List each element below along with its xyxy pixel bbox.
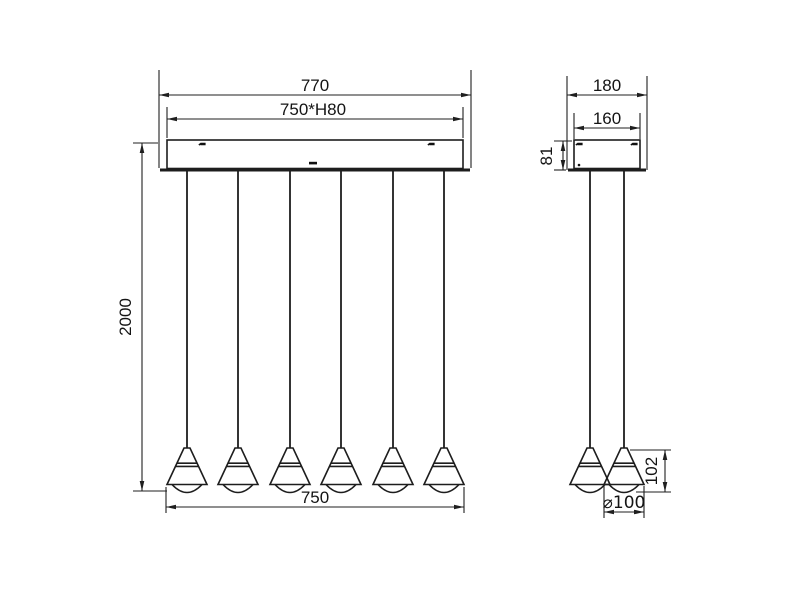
dim-side-shade-height: 102	[630, 449, 671, 493]
dim-front-shade-span-label: 750	[301, 488, 329, 507]
pendant-shade	[166, 447, 208, 494]
pendant-shade	[569, 447, 611, 494]
pendants-side	[569, 447, 645, 494]
dim-side-canopy-depth-label: 160	[593, 109, 621, 128]
screw-icon	[198, 142, 206, 146]
screw-icon	[427, 142, 435, 146]
canopy-front	[160, 139, 470, 172]
front-view: 770 750*H80	[116, 70, 472, 513]
dim-side-canopy-depth: 160	[573, 109, 641, 139]
pendant-shade	[603, 447, 645, 494]
side-view: 180 160 81	[537, 76, 671, 518]
dim-front-overall-width: 770	[158, 70, 472, 168]
pendant-shade	[269, 447, 311, 494]
dim-side-overall-depth: 180	[566, 76, 648, 170]
pendant-shade	[217, 447, 259, 494]
dim-front-canopy: 750*H80	[166, 100, 464, 138]
dim-side-canopy-height: 81	[537, 140, 572, 171]
dim-side-overall-depth-label: 180	[593, 76, 621, 95]
pendants-front	[166, 447, 465, 494]
dim-front-drop-height-label: 2000	[116, 298, 135, 336]
dim-front-overall-width-label: 770	[301, 76, 329, 95]
canopy-body	[573, 139, 641, 170]
screw-icon	[630, 142, 638, 146]
dim-side-canopy-height-label: 81	[537, 147, 556, 166]
dim-front-drop-height: 2000	[116, 142, 167, 492]
dim-front-shade-span: 750	[165, 487, 465, 513]
canopy-side	[568, 139, 646, 172]
dim-side-shade-diameter-label: ⌀100	[603, 493, 646, 513]
canopy-center-mark	[309, 161, 317, 165]
screw-icon	[575, 142, 583, 146]
screw-icon	[577, 163, 581, 167]
pendant-shade	[372, 447, 414, 494]
pendant-shade	[320, 447, 362, 494]
dim-side-shade-height-label: 102	[642, 457, 661, 485]
pendant-shade	[423, 447, 465, 494]
dim-front-canopy-label: 750*H80	[280, 100, 346, 119]
cords-front	[186, 171, 445, 448]
dim-side-shade-diameter: ⌀100	[603, 486, 646, 518]
cords-side	[589, 171, 625, 448]
